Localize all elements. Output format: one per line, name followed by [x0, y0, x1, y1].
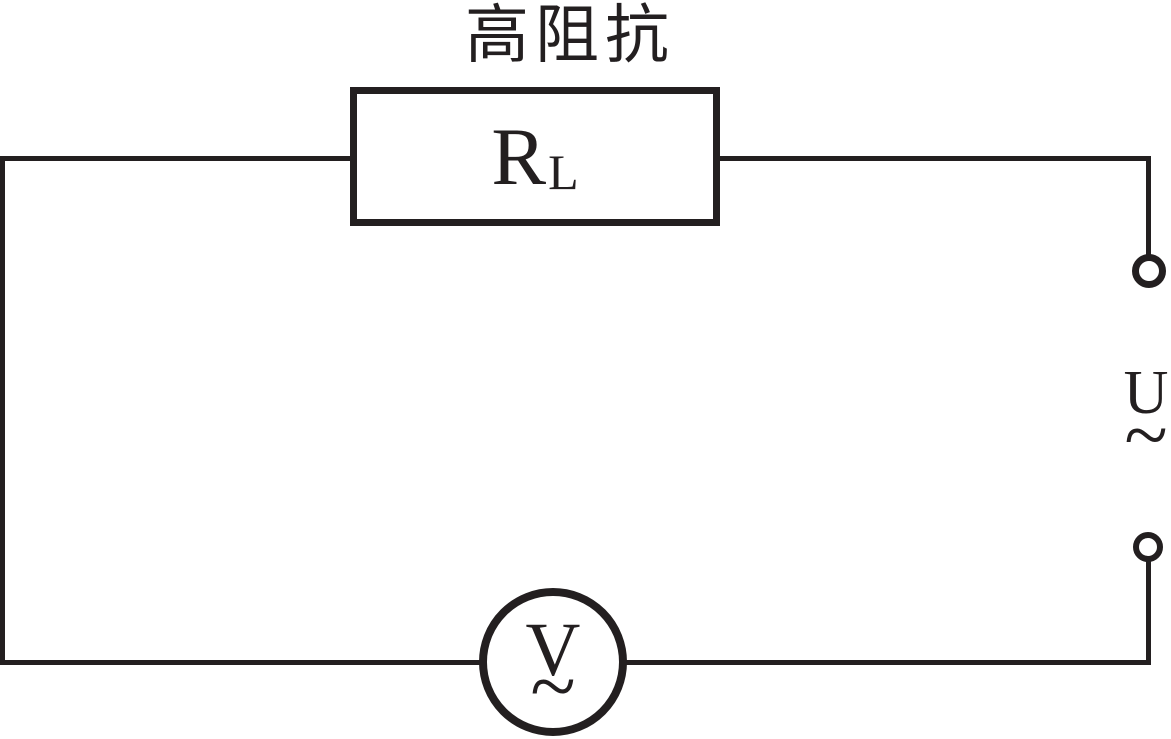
source-symbol: U [1123, 359, 1169, 427]
wire-right-upper-vertical [1146, 158, 1151, 256]
high-impedance-label: 高阻抗 [465, 0, 675, 71]
voltmeter-icon [479, 588, 627, 736]
wire-bottom-right [625, 660, 1151, 665]
wire-top-left [0, 156, 352, 161]
wire-left-vertical [0, 156, 5, 665]
wire-bottom-left [0, 660, 481, 665]
terminal-bottom-icon [1133, 532, 1163, 562]
resistor-label: R L [491, 110, 579, 202]
resistor-subscript: L [548, 143, 579, 200]
source-ac-mark: ~ [1124, 392, 1168, 480]
resistor-box: R L [350, 87, 720, 226]
terminal-top-icon [1132, 254, 1166, 288]
voltmeter-symbol: V [525, 608, 581, 692]
resistor-symbol: R [491, 110, 549, 202]
wire-top-right [713, 156, 1151, 161]
voltmeter-ac-mark: ~ [530, 640, 576, 733]
wire-right-lower-vertical [1146, 560, 1151, 665]
